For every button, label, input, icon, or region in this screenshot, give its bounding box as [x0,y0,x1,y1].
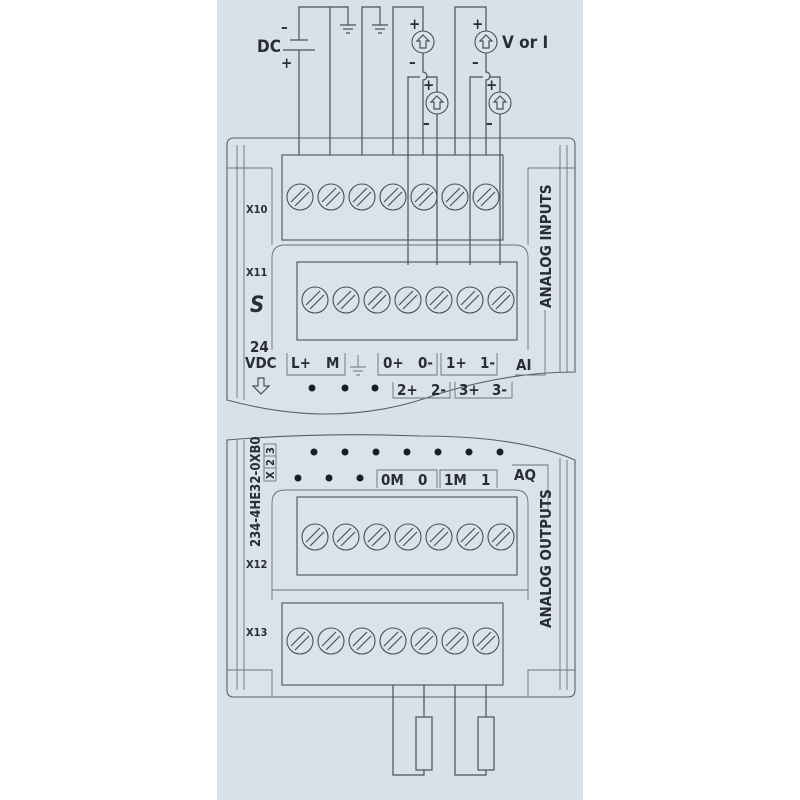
x11-housing [271,244,529,350]
terminal-screw [379,627,407,655]
terminal-screw [363,523,391,551]
dc-minus: – [281,18,288,36]
source-plus: + [472,15,483,33]
version-box: X [264,471,277,479]
terminal-label: 1- [480,354,495,372]
source-minus: – [472,53,479,71]
resistor-icon [415,716,433,771]
source-minus: – [486,114,493,132]
terminal-label: 1M [444,471,467,489]
status-led [465,448,473,456]
ai-tag: AI [516,356,531,374]
terminal-label: 0M [381,471,404,489]
terminal-screw [363,286,391,314]
status-led [356,474,364,482]
connector-x11-label: X11 [246,266,268,279]
aq-tag: AQ [514,466,536,484]
source-minus: – [423,114,430,132]
dc-label: DC [257,37,281,57]
terminal-label: 0 [418,471,427,489]
status-led [434,448,442,456]
connector-x12-label: X12 [246,558,268,571]
housing-edge [227,440,575,697]
terminal-screw [441,627,469,655]
terminal-label: 1 [481,471,490,489]
terminal-screw [472,183,500,211]
input-wiring [283,6,501,265]
terminal-screw [456,286,484,314]
status-led [372,448,380,456]
status-led [308,384,316,392]
source-icon [474,30,498,54]
source-icon [425,91,449,115]
terminal-label: 2+ [397,381,418,399]
terminal-screw [301,286,329,314]
source-icon [488,91,512,115]
terminal-screw [286,183,314,211]
terminal-screw [394,523,422,551]
terminal-label: 0+ [383,354,404,372]
terminal-screw [425,523,453,551]
status-led [371,384,379,392]
terminal-screw [394,286,422,314]
terminal-screw [332,523,360,551]
source-plus: + [486,76,497,94]
status-led [325,474,333,482]
source-plus: + [409,15,420,33]
output-wiring [392,685,495,776]
terminal-screw [286,627,314,655]
power-arrow-icon [251,377,271,395]
terminal-screw [332,286,360,314]
terminal-screw [456,523,484,551]
status-led [294,474,302,482]
resistor-icon [477,716,495,771]
terminal-label: 2- [431,381,446,399]
power-vdc: VDC [245,354,277,372]
terminal-label: M [326,354,339,372]
source-label: V or I [502,33,548,53]
status-led [496,448,504,456]
terminal-label: 1+ [446,354,467,372]
part-number: 234-4HE32-0XB0 [249,436,264,547]
status-led [341,384,349,392]
status-led [403,448,411,456]
terminal-screw [301,523,329,551]
terminal-screw [487,523,515,551]
connector-x13-label: X13 [246,626,268,639]
terminal-label: 3- [492,381,507,399]
connector-x10-label: X10 [246,203,268,216]
terminal-label: 3+ [459,381,480,399]
power-24: 24 [250,338,269,356]
terminal-screw [379,183,407,211]
terminal-screw [425,286,453,314]
housing-edge [236,145,568,400]
terminal-screw [317,183,345,211]
source-minus: – [409,53,416,71]
terminal-screw [410,183,438,211]
status-led [310,448,318,456]
x12-housing [271,489,529,600]
analog-inputs-label: ANALOG INPUTS [537,184,555,308]
terminal-screw [348,183,376,211]
terminal-label: 0- [418,354,433,372]
terminal-screw [472,627,500,655]
source-plus: + [423,76,434,94]
terminal-screw [348,627,376,655]
siemens-logo: S [250,293,264,318]
housing-rail [227,167,575,245]
terminal-screw [410,627,438,655]
status-led [341,448,349,456]
terminal-label: L+ [291,354,311,372]
terminal-screw [487,286,515,314]
source-icon [411,30,435,54]
dc-plus: + [281,54,292,72]
version-box: 3 [264,447,277,454]
terminal-screw [317,627,345,655]
version-box: 2 [264,459,277,466]
terminal-screw [441,183,469,211]
analog-outputs-label: ANALOG OUTPUTS [537,489,555,628]
